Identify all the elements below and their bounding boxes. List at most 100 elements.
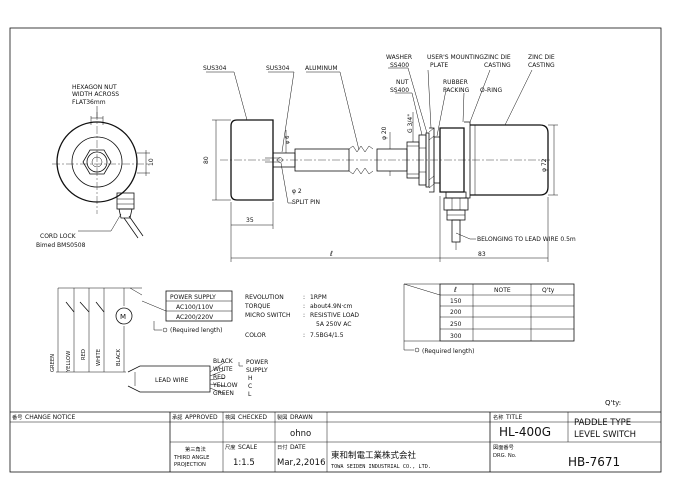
side-view (220, 119, 552, 250)
wire-white: WHITE (96, 349, 102, 366)
spec-key-0: REVOLUTION (245, 294, 284, 301)
out-wire-red: RED (213, 374, 226, 381)
out-wire-yellow: YELLOW (212, 382, 238, 389)
spec-sep-2: : (303, 312, 305, 319)
approved-jp: 承認 (172, 413, 183, 421)
date-label: DATE (290, 444, 306, 451)
label-mounting-plate: USER'S MOUNTING PLATE (427, 54, 484, 69)
hcl-h: H (248, 375, 253, 382)
third-angle-jp: 第三角法 (185, 445, 206, 453)
svg-text:WIDTH ACROSS: WIDTH ACROSS (72, 91, 119, 98)
wire-yellow: YELLOW (66, 351, 72, 373)
change-notice-jp: 番号 (12, 414, 22, 421)
label-o-ring: O-RING (480, 87, 502, 94)
label-zinc-die-casting-2: ZINC DIE CASTING (528, 54, 555, 69)
checked-jp: 検図 (225, 413, 235, 421)
svg-text:PACKING: PACKING (443, 87, 470, 94)
dim-d72: φ 72 (541, 158, 548, 172)
drawn-jp: 製図 (277, 413, 287, 421)
svg-text:NUT: NUT (396, 79, 409, 86)
label-sus304-b: SUS304 (266, 65, 290, 72)
svg-text:CASTING: CASTING (528, 62, 555, 69)
hexagon-nut-label: HEXAGON NUT WIDTH ACROSS FLAT36mm (72, 84, 119, 118)
svg-text:SS400: SS400 (390, 87, 409, 94)
scale-value: 1:1.5 (233, 458, 255, 468)
drg-value: HB-7671 (568, 455, 620, 469)
dim-d6: φ 6 (285, 136, 291, 144)
table-header-l: ℓ (453, 286, 457, 294)
spec-value-3: 5A 250V AC (316, 321, 351, 328)
out-wire-green: GREEN (213, 390, 234, 397)
spec-key-4: COLOR (245, 332, 266, 339)
svg-text:CORD LOCK: CORD LOCK (40, 233, 77, 240)
table-cell-length: 200 (450, 309, 462, 316)
callout-leaders (206, 67, 533, 204)
svg-text:USER'S MOUNTING: USER'S MOUNTING (427, 54, 484, 61)
hcl-l: L (248, 391, 252, 398)
third-angle-line-1: THIRD ANGLE (173, 455, 209, 461)
voltage-100: AC100/110V (176, 304, 214, 311)
date-jp: 日付 (277, 443, 287, 451)
svg-text:SS400: SS400 (390, 62, 409, 69)
svg-text:CASTING: CASTING (484, 62, 511, 69)
drg-label: DRG. No. (493, 453, 517, 459)
out-wire-white: WHITE (213, 366, 233, 373)
svg-text:ZINC DIE: ZINC DIE (484, 54, 511, 61)
dim-g34: G 3/4" (407, 114, 414, 133)
dim-length-l: ℓ (329, 250, 333, 258)
spec-key-2: MICRO SWITCH (245, 312, 290, 319)
change-notice-label: CHANGE NOTICE (25, 414, 75, 421)
dim-35: 35 (246, 217, 254, 224)
drawn-label: DRAWN (290, 414, 313, 421)
label-washer: WASHER SS400 (386, 54, 412, 69)
length-table (403, 283, 575, 353)
label-aluminum: ALUMINUM (305, 65, 338, 72)
wire-red: RED (81, 349, 87, 360)
spec-value-2: RESISTIVE LOAD (310, 312, 359, 319)
date-value: Mar,2,2016 (277, 458, 325, 468)
end-view (52, 112, 150, 239)
spec-value-4: 7.5BG4/1.5 (310, 332, 344, 339)
power-label: POWER (246, 359, 268, 366)
wire-black: BLACK (116, 348, 122, 366)
table-header-qty: Q'ty (542, 287, 555, 294)
hcl-c: C (248, 383, 252, 390)
spec-sep-4: : (303, 332, 305, 339)
dimension-lines (212, 112, 558, 262)
dim-d20: φ 20 (381, 126, 388, 140)
spec-sep-0: : (303, 294, 305, 301)
title-block (10, 411, 661, 472)
svg-text:FLAT36mm: FLAT36mm (72, 99, 106, 106)
cord-lock-label: CORD LOCK Bimed BMS0508 (36, 233, 86, 249)
voltage-200: AC200/220V (176, 314, 214, 321)
label-split-pin: SPLIT PIN (292, 199, 320, 206)
table-cell-length: 250 (450, 321, 462, 328)
svg-text:WASHER: WASHER (386, 54, 412, 61)
label-sus304-a: SUS304 (203, 65, 227, 72)
required-length-wiring: (Required length) (170, 327, 222, 334)
dim-10: 10 (148, 158, 155, 166)
title-label: TITLE (505, 414, 522, 421)
motor-symbol: M (120, 313, 126, 321)
approved-label: APPROVED (185, 414, 218, 421)
svg-text:PLATE: PLATE (430, 62, 448, 69)
label-zinc-die-casting-1: ZINC DIE CASTING (484, 54, 511, 69)
label-rubber-packing: RUBBER PACKING (443, 79, 470, 94)
sheet-border (9, 27, 662, 473)
checked-label: CHECKED (238, 414, 267, 421)
table-cell-length: 300 (450, 333, 462, 340)
title-value: HL-400G (499, 425, 551, 439)
label-nut: NUT SS400 (390, 79, 409, 94)
third-angle-line-2: PROJECTION (174, 462, 206, 468)
wire-green: GREEN (50, 354, 56, 372)
dim-80: 80 (203, 156, 210, 164)
wiring-diagram (56, 287, 243, 395)
svg-text:Bimed BMS0508: Bimed BMS0508 (36, 242, 86, 249)
power-supply-header: POWER SUPPLY (170, 294, 216, 301)
table-header-note: NOTE (494, 287, 511, 294)
dim-83: 83 (478, 251, 486, 258)
qty-label: Q'ty: (605, 399, 621, 407)
spec-value-1: about4.9N·cm (310, 303, 353, 310)
title-desc-line-2: LEVEL SWITCH (574, 430, 636, 440)
